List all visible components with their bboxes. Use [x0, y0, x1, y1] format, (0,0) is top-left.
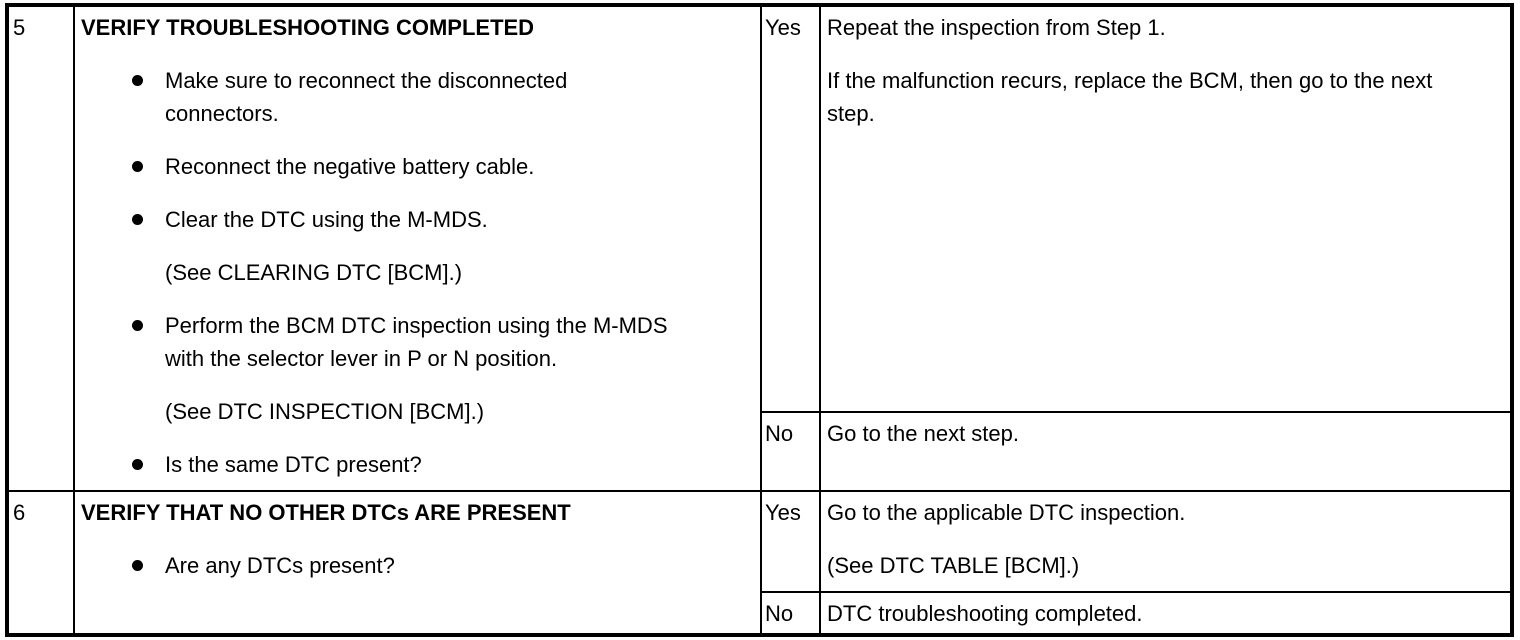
step-6-no-action-cell: DTC troubleshooting completed. — [819, 591, 1513, 636]
yes-label: Yes — [765, 15, 801, 40]
procedure-item: Are any DTCs present? — [81, 549, 755, 582]
step-number: 5 — [13, 15, 26, 40]
procedure-title: VERIFY TROUBLESHOOTING COMPLETED — [81, 15, 535, 40]
no-label: No — [765, 601, 794, 626]
bullet-icon — [132, 161, 143, 172]
bullet-icon — [132, 560, 143, 571]
bullet-icon — [132, 459, 143, 470]
bullet-icon — [132, 320, 143, 331]
step-5-yes-row: 5 VERIFY TROUBLESHOOTING COMPLETED Make … — [6, 4, 1513, 492]
step-6-no-row: No DTC troubleshooting completed. — [7, 591, 1513, 636]
procedure-item-text: Clear the DTC using the M-MDS. — [165, 207, 488, 232]
procedure-item: Perform the BCM DTC inspection using the… — [81, 309, 755, 375]
action-text: Repeat the inspection from Step 1. — [827, 15, 1166, 40]
step-6-yes-action-cell: Go to the applicable DTC inspection. (Se… — [819, 490, 1513, 593]
procedure-note-text: (See CLEARING DTC [BCM].) — [165, 260, 463, 285]
step-5-no-label-cell: No — [760, 411, 821, 492]
step-5-number-cell: 5 — [6, 4, 75, 492]
procedure-item-text: Make sure to reconnect the disconnected … — [165, 68, 568, 126]
bullet-icon — [132, 214, 143, 225]
procedure-item-text: Are any DTCs present? — [165, 553, 395, 578]
step-6-yes-label-cell: Yes — [760, 490, 821, 593]
action-text: DTC troubleshooting completed. — [827, 601, 1143, 626]
procedure-note-text: (See DTC INSPECTION [BCM].) — [165, 399, 485, 424]
step-6-yes-row: 6 VERIFY THAT NO OTHER DTCs ARE PRESENT … — [6, 490, 1513, 636]
step-5-no-row: No Go to the next step. — [7, 411, 1513, 492]
procedure-title: VERIFY THAT NO OTHER DTCs ARE PRESENT — [81, 500, 571, 525]
procedure-note: (See DTC INSPECTION [BCM].) — [81, 395, 755, 428]
step-5-yes-label-cell: Yes — [760, 4, 821, 413]
procedure-item: Clear the DTC using the M-MDS. — [81, 203, 755, 236]
action-text: Go to the applicable DTC inspection. — [827, 500, 1186, 525]
step-6-procedure-cell: VERIFY THAT NO OTHER DTCs ARE PRESENT Ar… — [73, 490, 762, 636]
troubleshooting-table: 5 VERIFY TROUBLESHOOTING COMPLETED Make … — [5, 3, 1514, 637]
yes-label: Yes — [765, 500, 801, 525]
procedure-item: Is the same DTC present? — [81, 448, 755, 481]
step-6-number-cell: 6 — [6, 490, 75, 636]
step-5-yes-action-cell: Repeat the inspection from Step 1. If th… — [819, 4, 1513, 413]
no-label: No — [765, 421, 794, 446]
step-number: 6 — [13, 500, 26, 525]
procedure-item: Make sure to reconnect the disconnected … — [81, 64, 755, 130]
procedure-item: Reconnect the negative battery cable. — [81, 150, 755, 183]
procedure-item-text: Perform the BCM DTC inspection using the… — [165, 313, 668, 371]
action-text: If the malfunction recurs, replace the B… — [827, 68, 1433, 126]
step-5-no-action-cell: Go to the next step. — [819, 411, 1513, 492]
procedure-item-text: Reconnect the negative battery cable. — [165, 154, 535, 179]
procedure-note: (See CLEARING DTC [BCM].) — [81, 256, 755, 289]
step-6-no-label-cell: No — [760, 591, 821, 636]
step-5-procedure-cell: VERIFY TROUBLESHOOTING COMPLETED Make su… — [73, 4, 762, 492]
action-text: Go to the next step. — [827, 421, 1020, 446]
bullet-icon — [132, 75, 143, 86]
procedure-item-text: Is the same DTC present? — [165, 452, 422, 477]
action-text: (See DTC TABLE [BCM].) — [827, 553, 1080, 578]
